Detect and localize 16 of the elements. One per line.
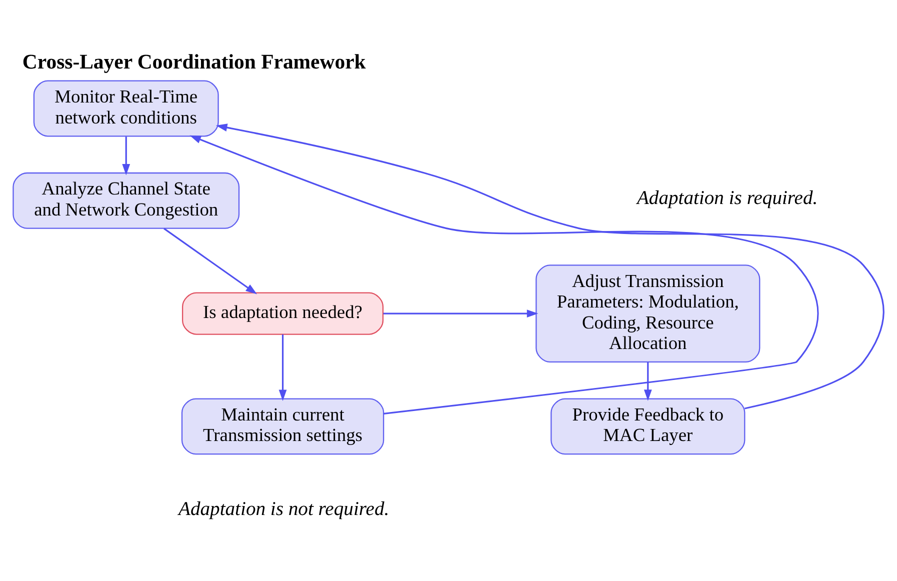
diagram-title: Cross-Layer Coordination Framework — [22, 52, 366, 74]
node-box: Analyze Channel State and Network Congestion — [12, 172, 240, 229]
arrow — [216, 124, 884, 410]
node-box: Provide Feedback to MAC Layer — [550, 398, 746, 455]
node-box: Monitor Real-Time network conditions — [33, 80, 219, 137]
node-box: Adjust Transmission Parameters: Modulation, Coding, Resource Allocation — [536, 264, 760, 362]
node-box: Is adaptation needed? — [182, 292, 384, 335]
arrow — [644, 362, 652, 401]
arrow — [278, 334, 287, 402]
arrow — [122, 136, 130, 176]
arrow — [190, 135, 819, 414]
arrow — [164, 228, 258, 294]
label: Adaptation is required. — [636, 188, 818, 210]
label: Adaptation is not required. — [178, 499, 390, 520]
node-box: Maintain current Transmission settings — [181, 398, 384, 455]
arrow — [383, 310, 538, 318]
